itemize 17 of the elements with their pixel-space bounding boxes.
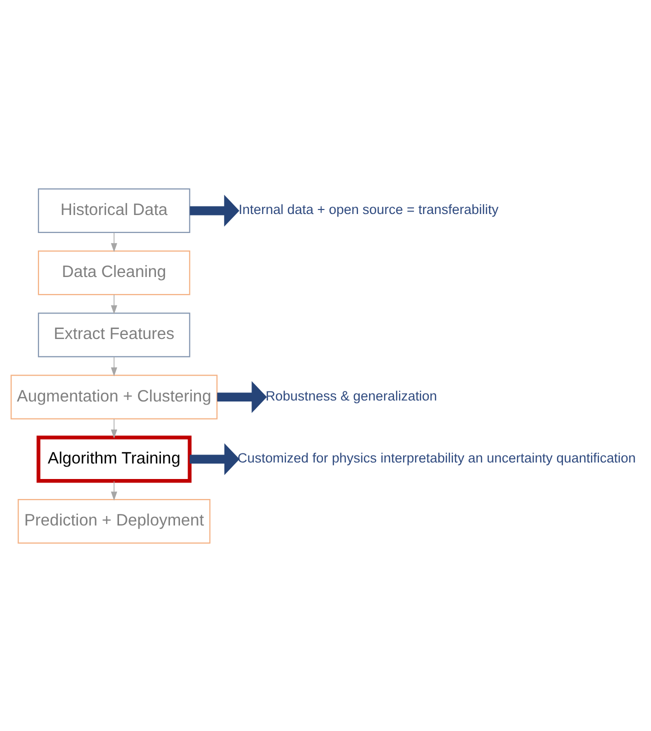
node-box: Prediction + Deployment (18, 498, 210, 544)
node-box: Extract Features (38, 312, 190, 357)
arrow (217, 380, 267, 412)
node-text: Internal data + open source = transferability (238, 201, 498, 216)
node-box: Data Cleaning (38, 250, 190, 295)
arrow (110, 418, 118, 438)
node-box: Augmentation + Clustering (10, 374, 218, 419)
arrow (190, 194, 240, 226)
arrow (110, 294, 118, 314)
node-box: Algorithm Training (36, 435, 192, 482)
node-text: Customized for physics interpretability an uncertainty quantification (238, 450, 636, 465)
arrow (110, 232, 118, 252)
arrow (190, 442, 240, 475)
arrow (110, 480, 118, 500)
arrow (110, 356, 118, 376)
node-box: Historical Data (38, 188, 190, 232)
node-text: Robustness & generalization (266, 388, 438, 403)
